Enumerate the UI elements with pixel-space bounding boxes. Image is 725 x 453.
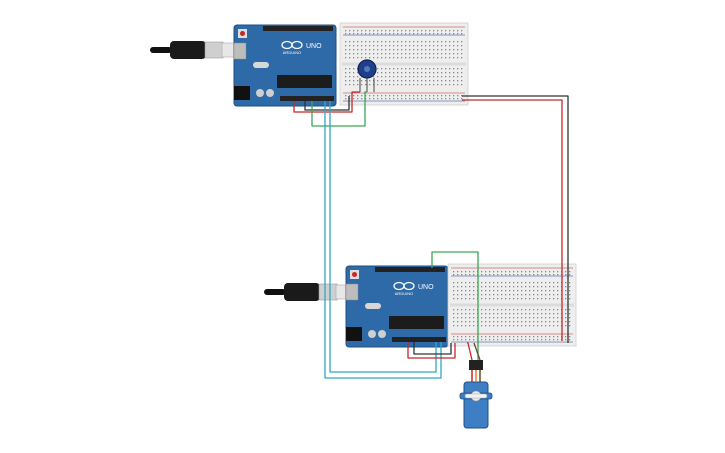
wire-red-top (293, 91, 360, 113)
wire-green-bottom (431, 251, 479, 360)
breadboard-bottom (447, 263, 577, 347)
wire-black-power (462, 95, 569, 343)
board-model-text: UNO (306, 43, 322, 50)
arduino-board-top: ARDUINO UNO (233, 24, 337, 107)
board-logo-text: ARDUINO (395, 291, 413, 296)
wire-red-power (462, 99, 563, 341)
wires (293, 91, 569, 379)
arduino-board-bottom: ARDUINO UNO (345, 265, 449, 348)
board-model-text: UNO (418, 284, 434, 291)
wire-black-bottom (413, 342, 452, 355)
wire-green-top (311, 91, 367, 127)
wire-blue-tx (324, 101, 442, 379)
wire-black-top (304, 96, 350, 111)
usb-cable-bottom (264, 283, 351, 301)
wire-blue-rx (329, 101, 437, 373)
arduino-logo-bottom: ARDUINO UNO (393, 281, 434, 296)
servo-motor-icon (459, 360, 493, 429)
wire-red-bottom (407, 342, 456, 359)
wire-servo-brown (473, 342, 481, 361)
potentiometer-icon (357, 59, 377, 92)
usb-cable-top (150, 41, 237, 59)
board-logo-text: ARDUINO (283, 50, 301, 55)
wire-servo-red (467, 342, 473, 361)
arduino-logo-top: ARDUINO UNO (281, 40, 322, 55)
